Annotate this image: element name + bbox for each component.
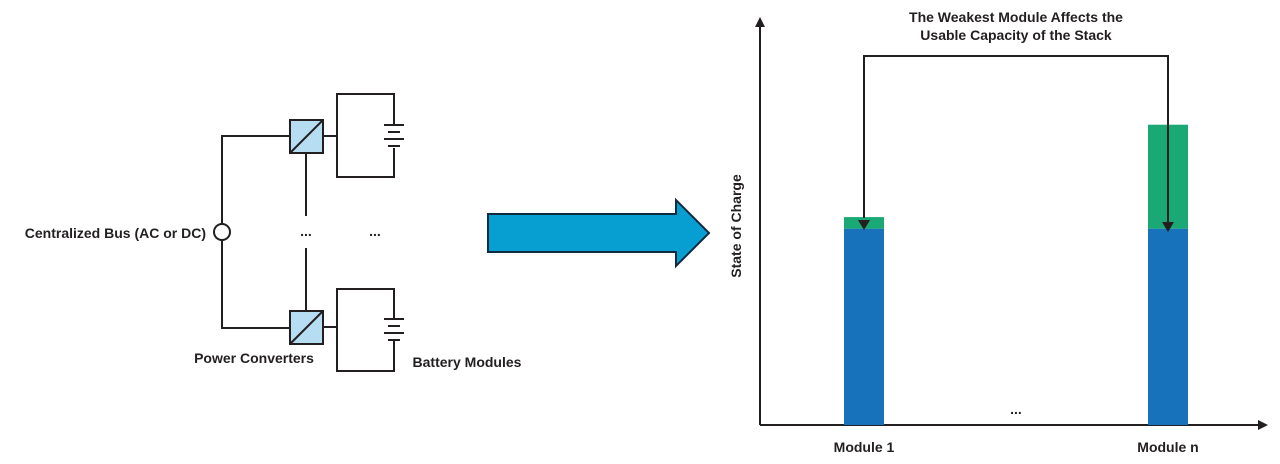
bar-1-segment-1 [844, 228, 884, 425]
x-tick-label: Module 1 [834, 439, 895, 455]
battery-cell-bottom-icon [384, 318, 404, 341]
bus-label: Centralized Bus (AC or DC) [25, 225, 206, 241]
annotation-bracket [863, 55, 1169, 224]
converter-ellipsis: ... [300, 223, 312, 239]
battery-cell-top-icon [384, 124, 404, 147]
category-ellipsis: ... [1010, 401, 1022, 417]
module-ellipsis: ... [369, 223, 381, 239]
power-converters-label: Power Converters [194, 350, 314, 366]
bus-wire-bottom [221, 240, 290, 329]
bar-2-segment-1 [1148, 228, 1188, 425]
annotation-line-1: The Weakest Module Affects the [909, 9, 1123, 25]
battery-loop-bottom [323, 288, 395, 372]
annotation-arrowhead-left-icon [858, 220, 870, 230]
flow-arrow-icon [487, 197, 711, 269]
state-of-charge-chart: The Weakest Module Affects the Usable Ca… [728, 9, 1268, 455]
x-tick-label: Module n [1137, 439, 1198, 455]
power-converter-top-icon [289, 119, 324, 154]
annotation-line-2: Usable Capacity of the Stack [920, 27, 1112, 43]
circuit-diagram [213, 93, 404, 372]
bus-wire-top [221, 135, 290, 224]
annotation-arrowhead-right-icon [1162, 222, 1174, 232]
bus-terminal-icon [213, 223, 231, 241]
y-axis-title: State of Charge [728, 174, 744, 278]
power-converter-bottom-icon [289, 310, 324, 345]
battery-modules-label: Battery Modules [413, 354, 522, 370]
battery-loop-top [323, 93, 395, 178]
